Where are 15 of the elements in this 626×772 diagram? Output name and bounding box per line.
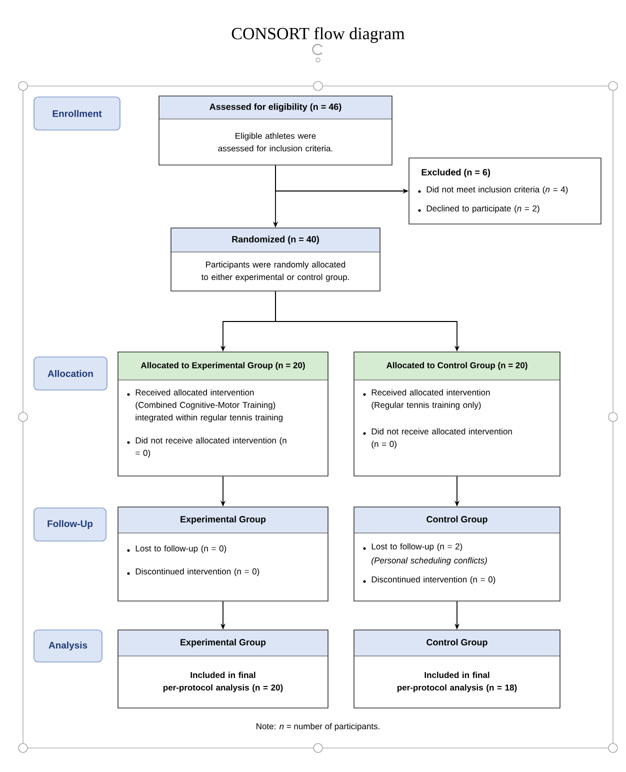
stage-label: Analysis: [34, 630, 102, 662]
process-box: Excluded (n = 6) Did not meet inclusion criteria (n = 4) Declined to participate (n = 2): [408, 158, 602, 224]
stage-label: Allocation: [34, 356, 108, 390]
process-box: Experimental Group Included in final per-protocol analysis (n = 20): [118, 630, 328, 708]
stage-label: Follow-Up: [34, 508, 106, 542]
process-box: Assessed for eligibility (n = 46) Eligible athletes were assessed for inclusion criteria.: [158, 96, 392, 166]
stage-label: Enrollment: [34, 96, 120, 130]
process-box: Allocated to Experimental Group (n = 20) Received allocated intervention (Combined Cognitive-Motor Training) integrated within regular tennis training Did not receive allocated intervention (n = 0): [118, 352, 328, 476]
title: CONSORT flow diagram: [232, 27, 405, 43]
process-box: Randomized (n = 40) Participants were randomly allocated to either experimental or control group.: [170, 228, 380, 292]
note: Note: n = number of participants.: [256, 723, 380, 731]
process-box: Allocated to Control Group (n = 20) Received allocated intervention (Regular tennis training only) Did not receive allocated intervention (n = 0): [354, 352, 560, 476]
process-box: Control Group Lost to follow-up (n = 2) (Personal scheduling conflicts) Discontinued intervention (n = 0): [354, 506, 560, 602]
process-box: Experimental Group Lost to follow-up (n = 0) Discontinued intervention (n = 0): [118, 506, 328, 602]
process-box: Control Group Included in final per-protocol analysis (n = 18): [354, 630, 560, 708]
